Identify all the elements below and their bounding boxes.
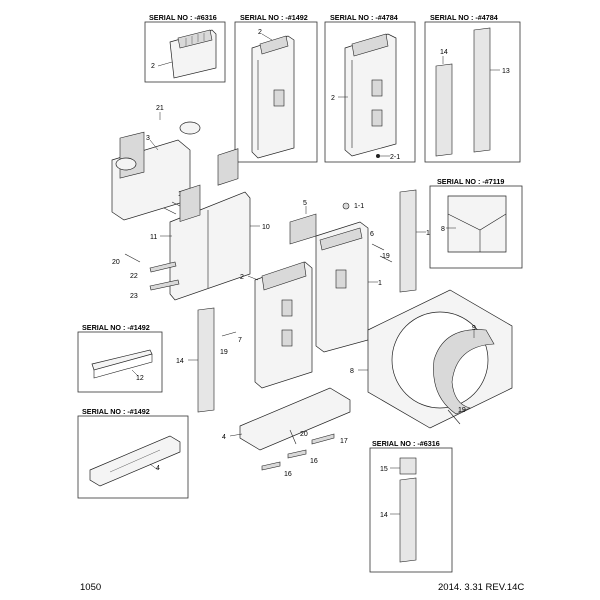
serial-label: SERIAL NO : -#6316 [149, 13, 217, 22]
serial-label: SERIAL NO : -#1492 [82, 407, 150, 416]
serial-label: SERIAL NO : -#6316 [372, 439, 440, 448]
fasteners-20-22-23: 20 22 23 [112, 253, 180, 300]
bracket-part-5: 5 [289, 200, 317, 245]
callout: 13 [502, 68, 510, 75]
callout: 2 [258, 29, 262, 36]
callout: 14 [440, 49, 448, 56]
inset-serial-4784-right: SERIAL NO : -#4784 14 13 [424, 13, 521, 163]
callout: 19 [458, 407, 466, 414]
callout: 4 [222, 434, 226, 441]
inset-serial-6316-bottom: SERIAL NO : -#6316 15 14 [369, 439, 453, 573]
callout: 2 [331, 95, 335, 102]
shroud-corner-detail: SERIAL NO : -#7119 8 [429, 177, 523, 269]
serial-label: SERIAL NO : -#1492 [240, 13, 308, 22]
callout: 3 [146, 135, 150, 142]
callout: 21 [156, 105, 164, 112]
callout: 9 [472, 325, 476, 332]
fasteners-6-19: 6 19 [370, 231, 393, 263]
foam-seal-part-13: 13 [399, 189, 434, 293]
callout: 12 [136, 375, 144, 382]
serial-label: SERIAL NO : -#4784 [430, 13, 498, 22]
foam-seal-part-14: 14 7 19 [176, 307, 242, 413]
callout: 5 [303, 200, 307, 207]
callout: 10 [262, 224, 270, 231]
fan-shroud-part-8: 8 [350, 289, 513, 429]
callout: 11 [150, 234, 157, 241]
callout: 2 [240, 274, 244, 281]
inset-serial-1492-top: SERIAL NO : -#1492 2 [234, 13, 318, 163]
callout: 15 [380, 466, 388, 473]
callout: 22 [130, 273, 138, 280]
callout: 20 [112, 259, 120, 266]
page-number: 1050 [80, 582, 101, 593]
callout: 2-1 [390, 154, 400, 161]
callout: 1 [378, 280, 382, 287]
callout: 14 [380, 512, 388, 519]
callout: 23 [130, 293, 138, 300]
callout: 8 [350, 368, 354, 375]
screen-frames-10-11: 10 11 [150, 148, 270, 301]
callout: 1-1 [354, 203, 364, 210]
serial-label: SERIAL NO : -#1492 [82, 323, 150, 332]
callout: 8 [441, 226, 445, 233]
intercooler-part-3: 3 21 [111, 105, 201, 221]
callout: 6 [370, 231, 374, 238]
callout: 7 [238, 337, 242, 344]
serial-label: SERIAL NO : -#4784 [330, 13, 398, 22]
inset-serial-1492-bottom: SERIAL NO : -#1492 4 [77, 407, 189, 499]
inset-serial-6316-top: SERIAL NO : -#6316 2 [144, 13, 226, 83]
callout: 17 [340, 438, 348, 445]
inset-serial-1492-middle: SERIAL NO : -#1492 12 [77, 323, 163, 393]
callout: 4 [156, 465, 160, 472]
revision-stamp: 2014. 3.31 REV.14C [438, 582, 524, 593]
oil-cooler-part-2: 2 [240, 261, 313, 389]
callout: 14 [176, 358, 184, 365]
callout: 19 [382, 253, 390, 260]
callout: 19 [220, 349, 228, 356]
inset-serial-4784-left: SERIAL NO : -#4784 2 2-1 [324, 13, 416, 163]
callout: 20 [300, 431, 308, 438]
callout: 16 [310, 458, 318, 465]
callout: 2 [151, 63, 155, 70]
callout: 16 [284, 471, 292, 478]
fan-guard-part-9: 9 19 [433, 325, 495, 425]
base-plate-part-4: 4 20 17 16 16 [222, 387, 351, 478]
serial-label: SERIAL NO : -#7119 [437, 177, 504, 186]
